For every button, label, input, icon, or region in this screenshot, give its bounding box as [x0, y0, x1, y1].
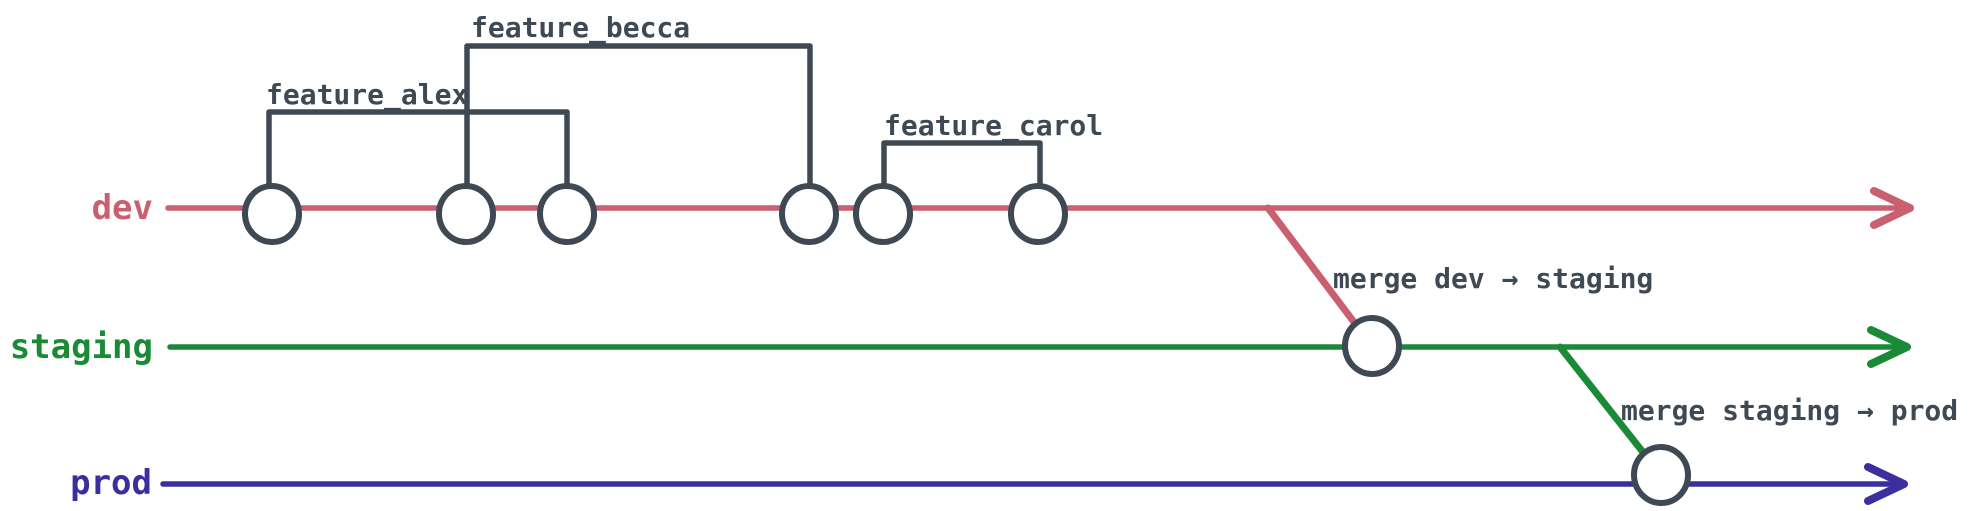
- merge-commit-node: [1630, 444, 1692, 506]
- merge-commit-node: [1341, 315, 1403, 377]
- merge-label: merge dev → staging: [1333, 262, 1653, 295]
- feature-branch-label: feature_becca: [471, 11, 690, 44]
- commit-node: [536, 183, 598, 245]
- prod-arrowhead-icon: [1864, 463, 1908, 505]
- staging-branch-label: staging: [10, 327, 153, 367]
- staging-arrowhead-icon: [1867, 326, 1911, 368]
- commit-node: [435, 183, 497, 245]
- merge-label: merge staging → prod: [1621, 394, 1958, 427]
- commit-node: [241, 183, 303, 245]
- feature-bracket-feature_alex: [266, 109, 570, 190]
- commit-node: [1007, 183, 1069, 245]
- commit-node: [778, 183, 840, 245]
- feature-branch-label: feature_alex: [266, 78, 468, 111]
- feature-bracket-feature_carol: [881, 140, 1043, 190]
- dev-branch-label: dev: [92, 188, 153, 228]
- commit-node: [852, 183, 914, 245]
- feature-bracket-feature_becca: [464, 43, 813, 190]
- dev-arrowhead-icon: [1870, 187, 1914, 229]
- prod-branch-label: prod: [70, 463, 152, 503]
- feature-branch-label: feature_carol: [884, 109, 1103, 142]
